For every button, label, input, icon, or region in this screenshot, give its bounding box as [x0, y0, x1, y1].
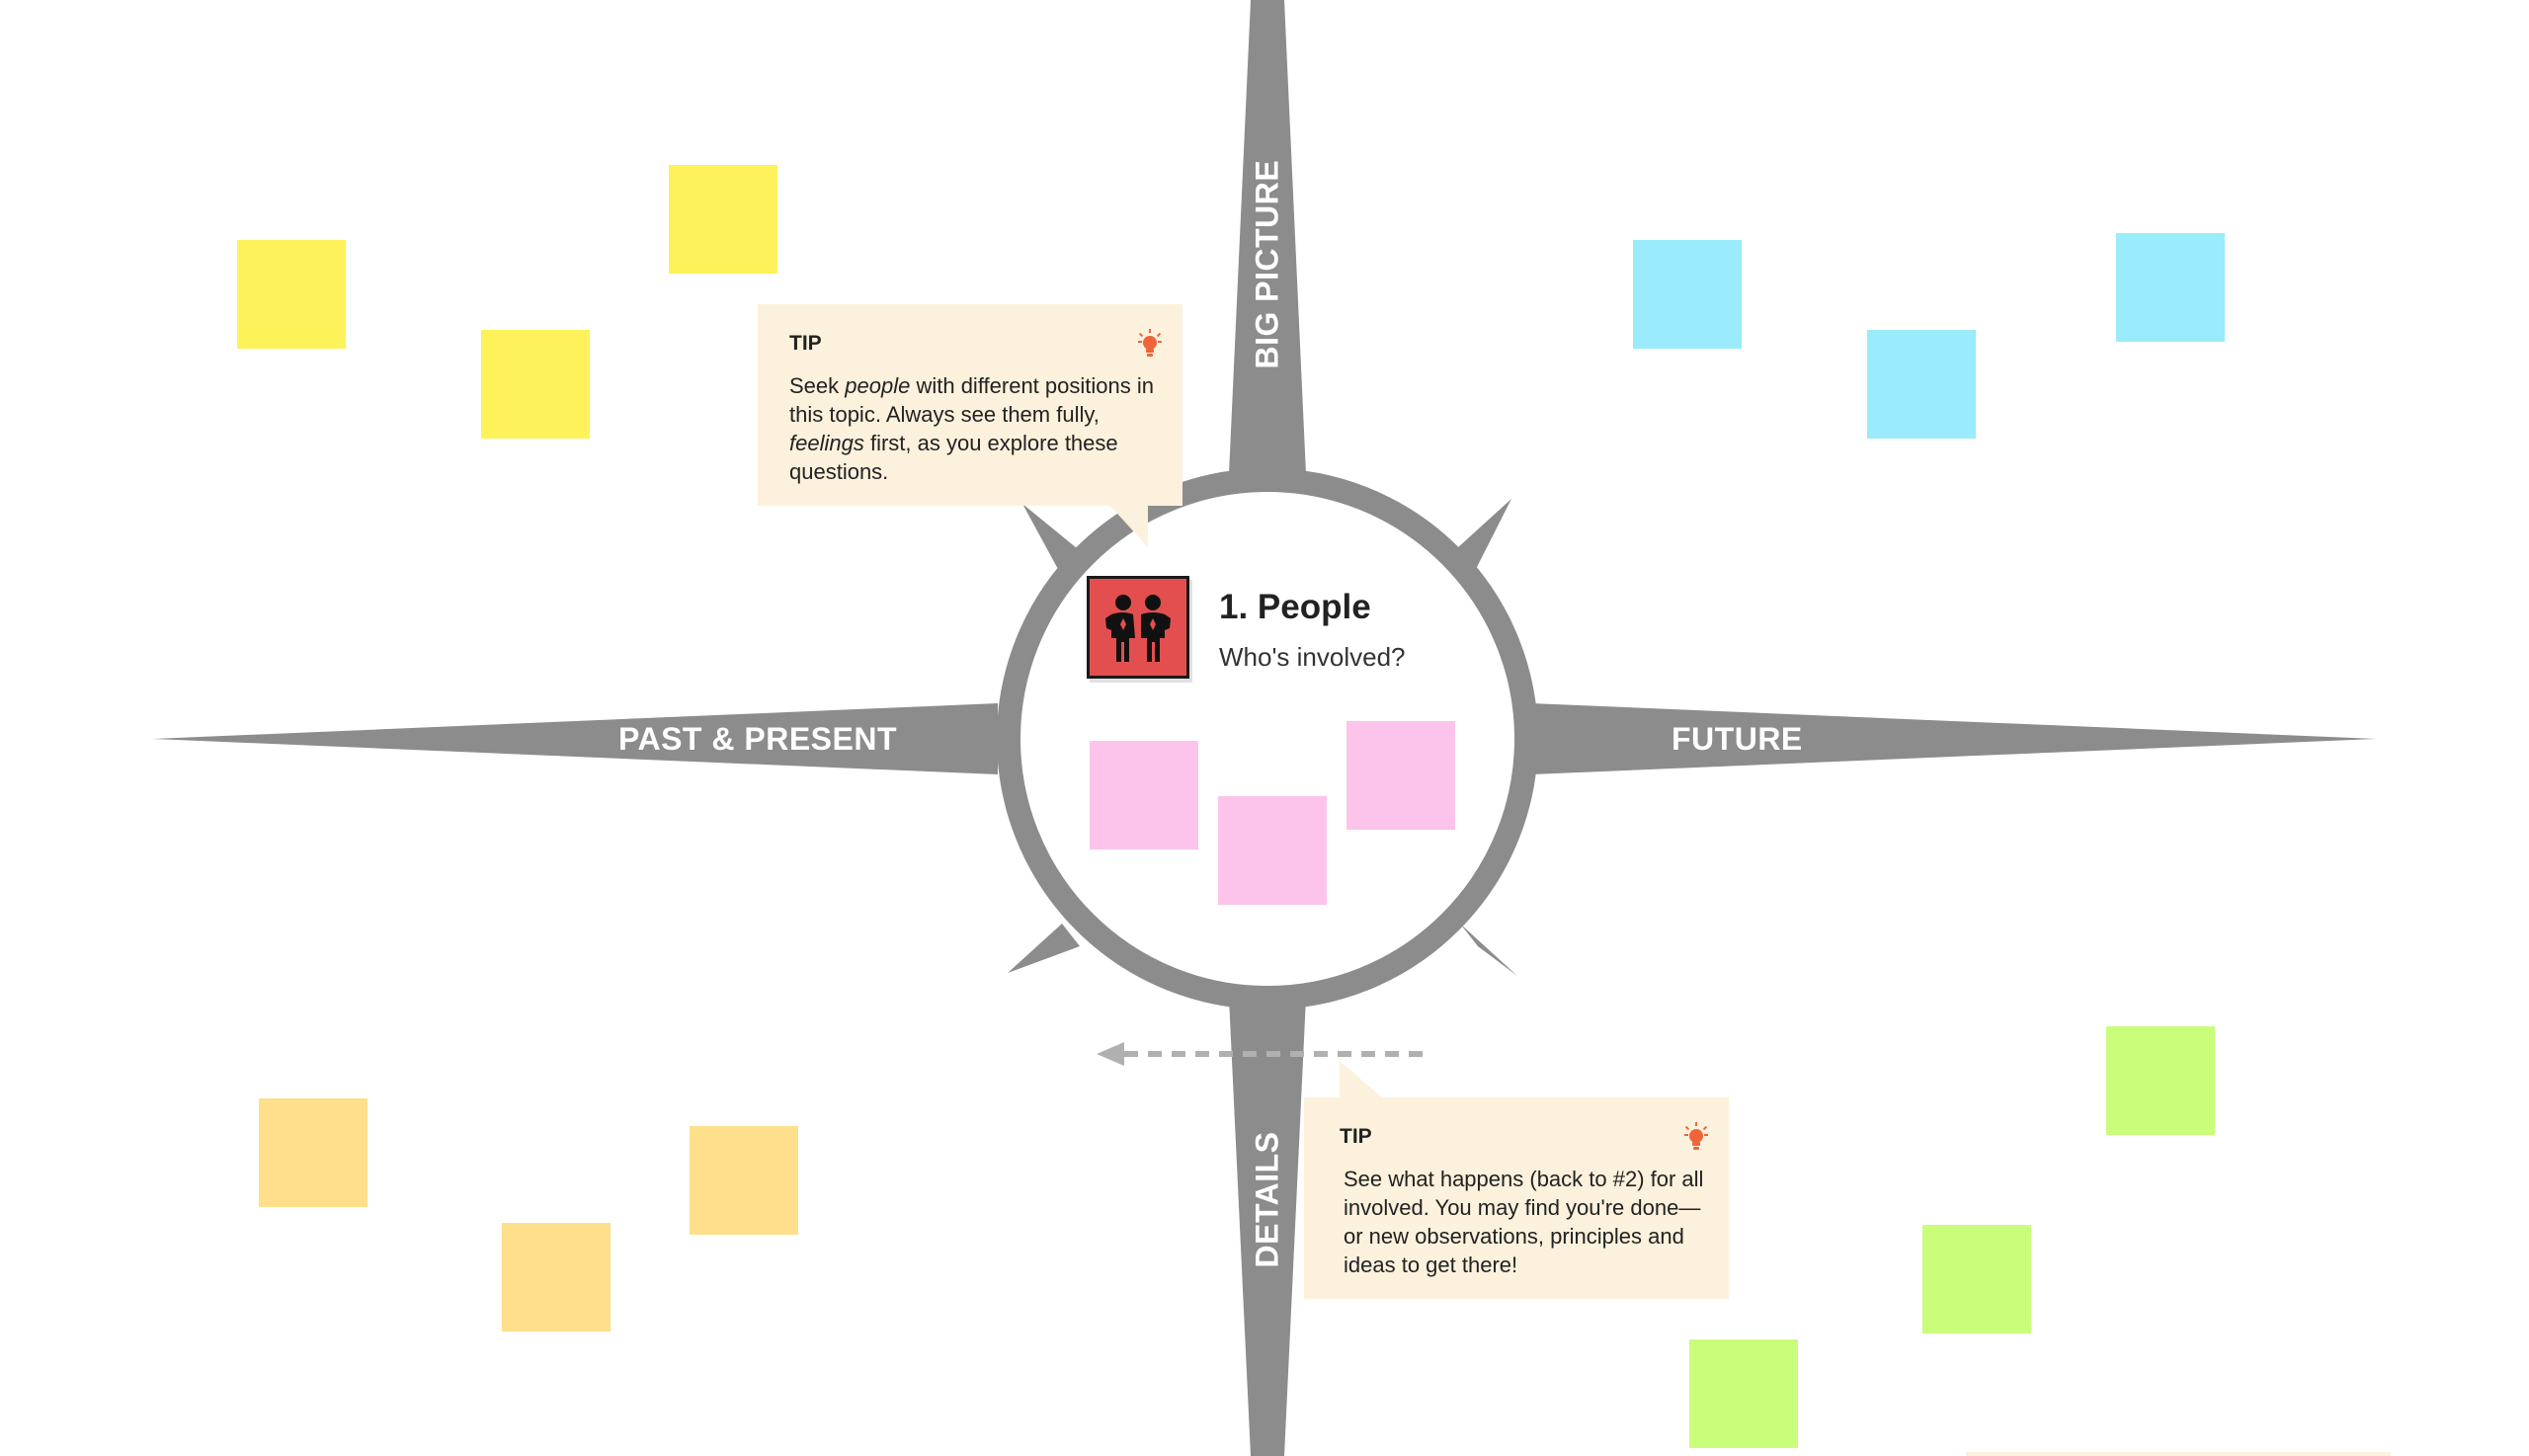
sticky-note-green[interactable]	[2106, 1026, 2215, 1135]
compass-spike-nw	[1022, 504, 1077, 571]
offscreen-card-edge	[1966, 1452, 2391, 1456]
compass-spike-right	[1531, 703, 2376, 774]
sticky-note-pink[interactable]	[1090, 741, 1198, 849]
tip-body-part-italic: people	[845, 373, 911, 398]
people-icon	[1087, 576, 1189, 679]
lightbulb-icon	[1138, 329, 1162, 357]
sticky-note-yellow[interactable]	[481, 330, 590, 439]
center-subtitle: Who's involved?	[1219, 642, 1406, 672]
lightbulb-icon	[1684, 1122, 1708, 1150]
tip-body-part-italic: feelings	[789, 431, 864, 455]
tip-body: Seek people with different positions in …	[789, 371, 1165, 486]
tip-title: TIP	[1340, 1125, 1372, 1148]
sticky-note-pink[interactable]	[1218, 796, 1327, 905]
sticky-note-orange[interactable]	[502, 1223, 611, 1332]
axis-label-left: PAST & PRESENT	[618, 721, 897, 757]
sticky-note-orange[interactable]	[690, 1126, 798, 1235]
tip-card-people[interactable]: TIP Seek people with different positions…	[758, 304, 1183, 506]
dashed-arrow-head	[1097, 1042, 1124, 1066]
sticky-note-yellow[interactable]	[237, 240, 346, 349]
compass-spike-se	[1460, 924, 1517, 976]
sticky-note-blue[interactable]	[2116, 233, 2225, 342]
sticky-note-green[interactable]	[1689, 1339, 1798, 1448]
compass-spike-sw	[1008, 924, 1080, 973]
tip-body: See what happens (back to #2) for all in…	[1344, 1167, 1704, 1277]
tip-body-part: first, as you explore these questions.	[789, 431, 1118, 484]
tip-tail	[1340, 1061, 1383, 1098]
compass-spike-top	[1229, 0, 1306, 474]
compass-spike-bottom	[1229, 998, 1306, 1456]
tip-body-part: with different positions in this topic. …	[789, 373, 1154, 427]
compass-spike-left	[153, 703, 998, 774]
tip-card-details[interactable]: TIP See what happens (back to #2) for al…	[1304, 1097, 1729, 1299]
sticky-note-pink[interactable]	[1346, 721, 1455, 830]
sticky-note-blue[interactable]	[1867, 330, 1976, 439]
sticky-note-yellow[interactable]	[669, 165, 777, 274]
axis-label-top: BIG PICTURE	[1249, 159, 1285, 369]
tip-title: TIP	[789, 332, 822, 355]
sticky-note-blue[interactable]	[1633, 240, 1742, 349]
center-title: 1. People	[1219, 588, 1371, 626]
sticky-note-green[interactable]	[1922, 1225, 2031, 1334]
axis-label-bottom: DETAILS	[1249, 1131, 1285, 1268]
compass-spike-ne	[1457, 499, 1511, 571]
tip-tail	[1108, 504, 1148, 547]
axis-label-right: FUTURE	[1672, 721, 1803, 757]
sticky-note-orange[interactable]	[259, 1098, 367, 1207]
tip-body-part: Seek	[789, 373, 846, 398]
